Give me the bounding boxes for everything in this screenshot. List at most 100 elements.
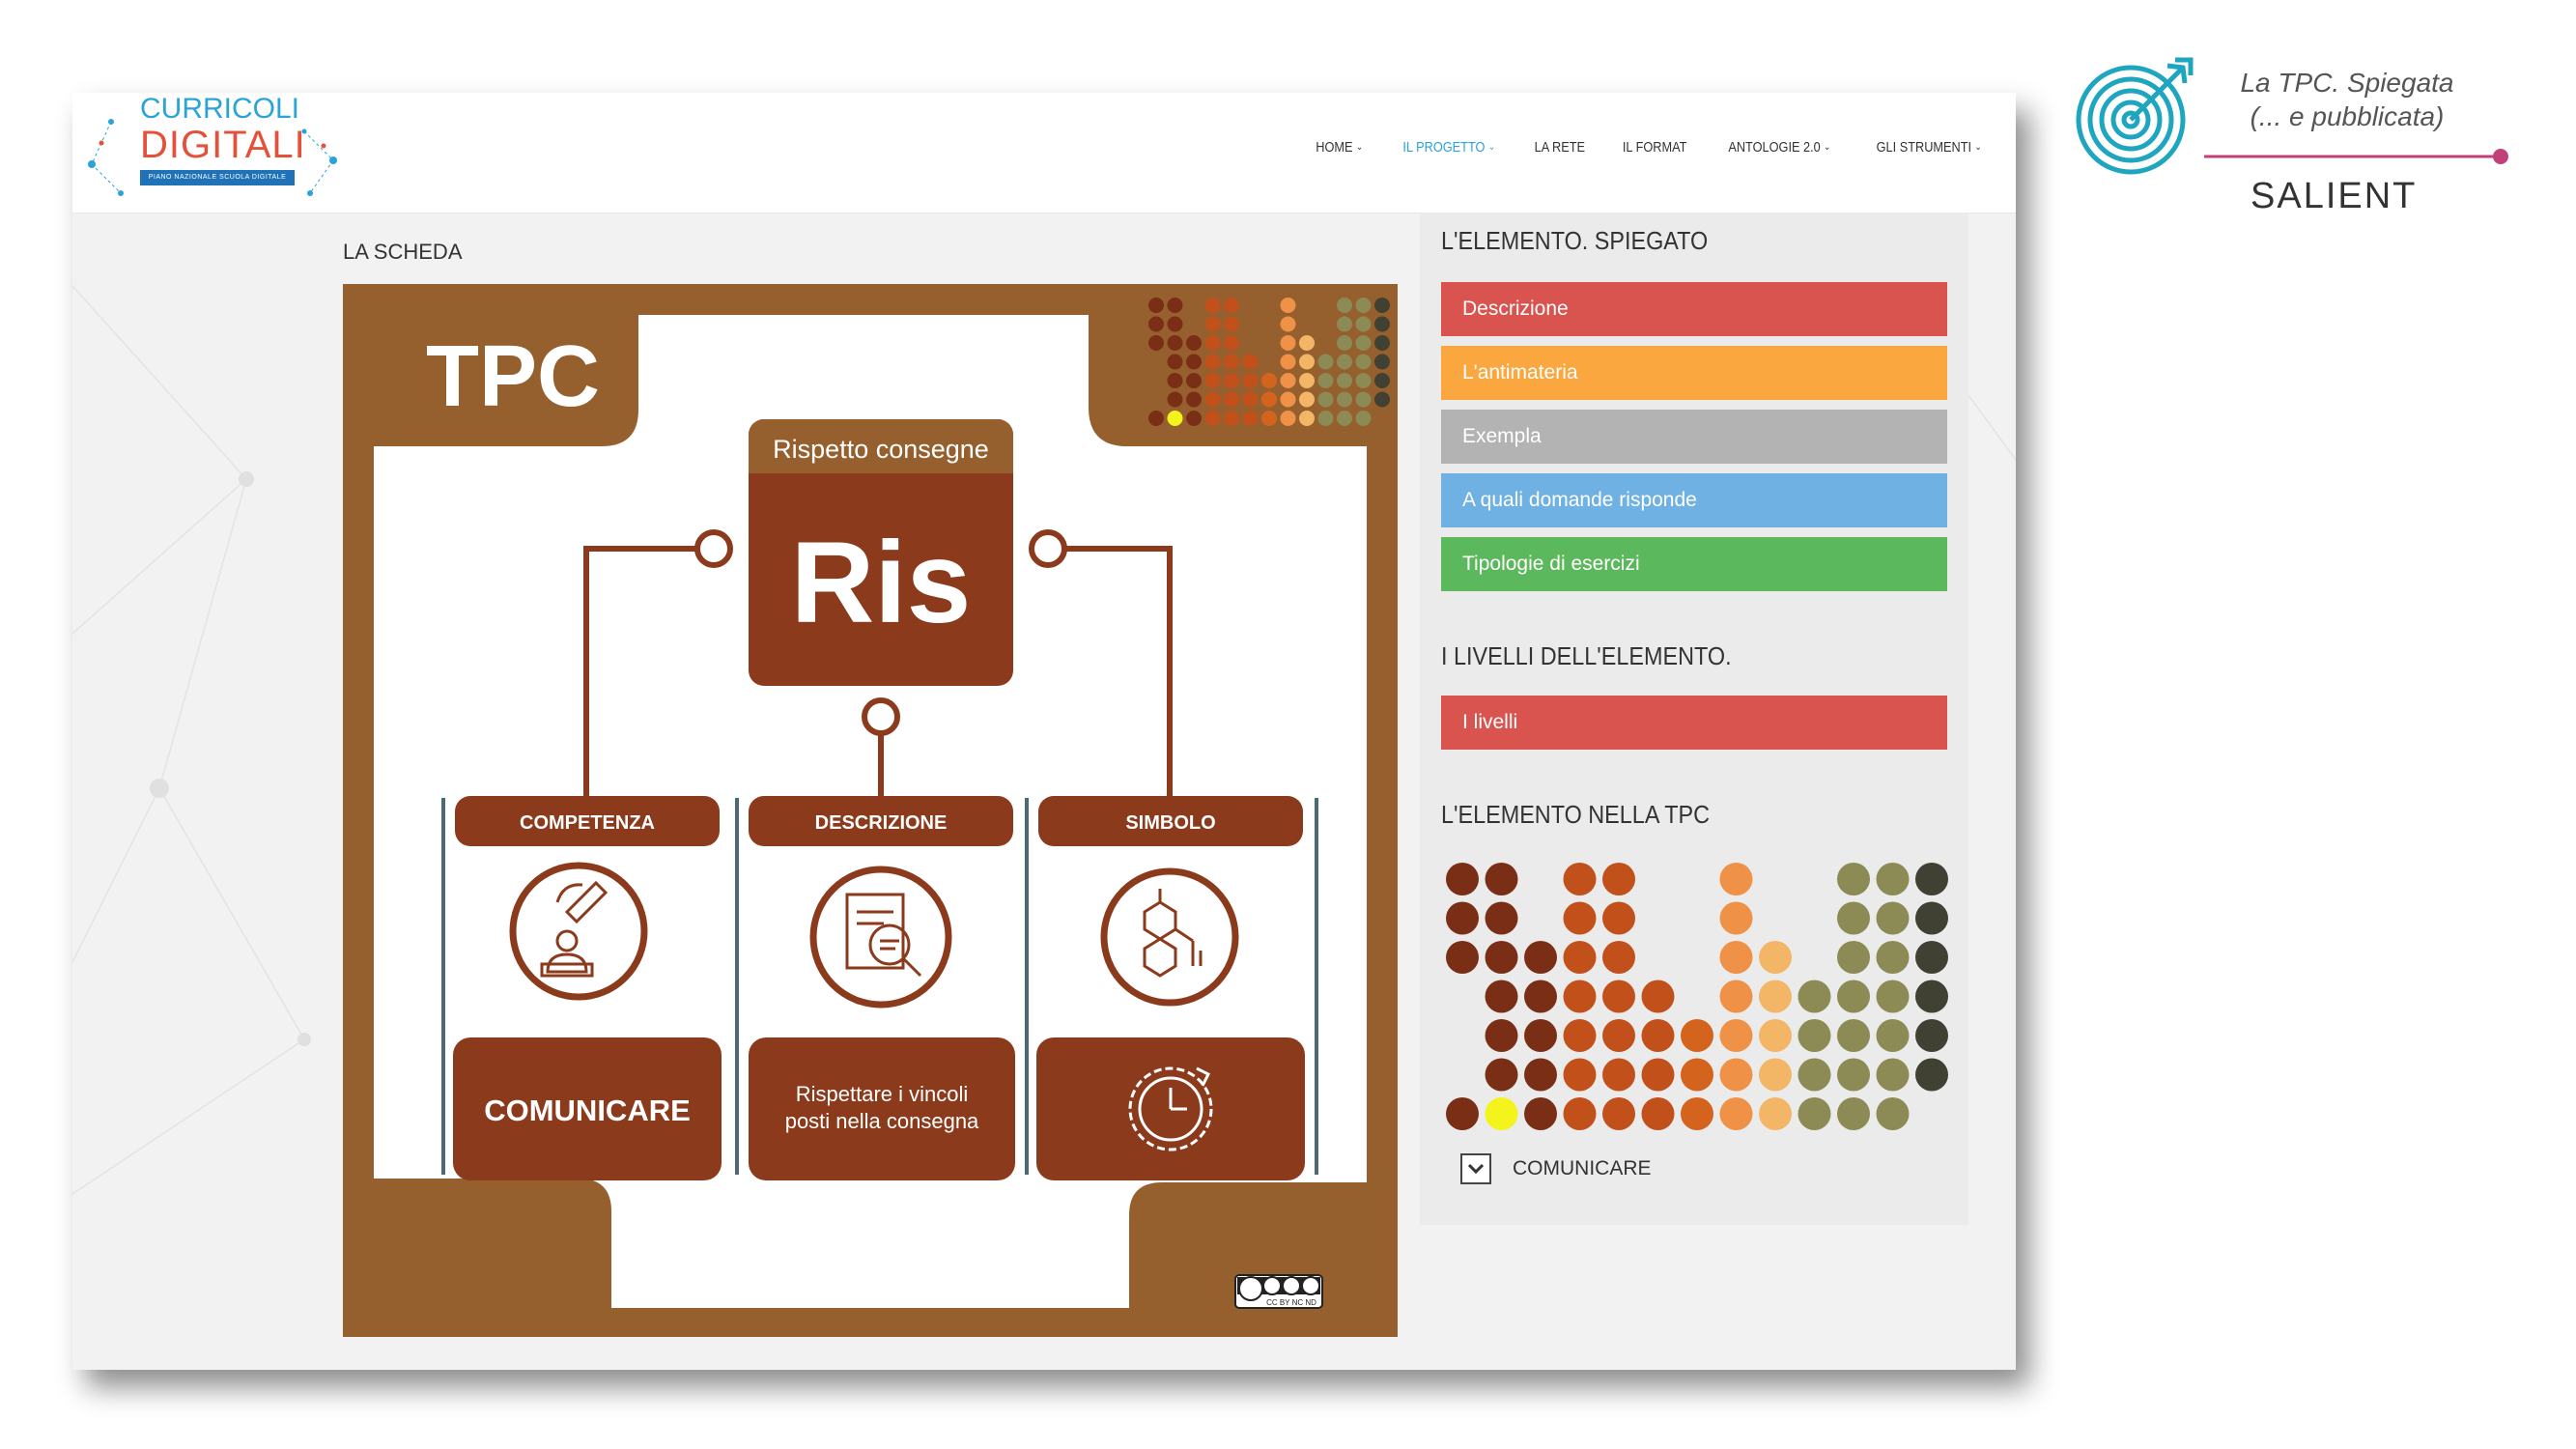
tpc-dot	[1602, 980, 1635, 1013]
explained-button-a-quali-domande-risponde[interactable]: A quali domande risponde	[1441, 473, 1947, 527]
logo-curricoli-text: CURRICOLI	[140, 93, 300, 125]
tpc-dot	[1719, 980, 1753, 1013]
tpc-dot	[1374, 298, 1390, 313]
tpc-dot	[1915, 863, 1948, 895]
tpc-dot	[1204, 335, 1221, 351]
tpc-dot	[1641, 980, 1675, 1013]
document-magnifier-icon	[809, 866, 952, 1009]
tpc-dot	[1759, 1019, 1792, 1052]
tpc-dot	[1224, 354, 1239, 370]
tpc-dot	[1876, 901, 1910, 935]
tpc-dot	[1204, 354, 1221, 370]
levels-button[interactable]: I livelli	[1441, 696, 1947, 750]
tpc-dot	[1681, 1058, 1713, 1092]
explained-button-l-antimateria[interactable]: L'antimateria	[1441, 346, 1947, 400]
tpc-dot	[1299, 391, 1315, 408]
tpc-dot	[1446, 901, 1479, 935]
tpc-dot	[1186, 411, 1202, 426]
tpc-dot	[1148, 298, 1164, 313]
explained-button-tipologie-di-esercizi[interactable]: Tipologie di esercizi	[1441, 537, 1947, 591]
tpc-dot	[1374, 335, 1390, 351]
tpc-dot	[1299, 354, 1315, 370]
competence-select[interactable]: COMUNICARE	[1460, 1153, 1652, 1184]
section-label: LA SCHEDA	[343, 240, 463, 264]
column-dividers	[441, 798, 1318, 1175]
bottom-left-tab	[343, 1179, 611, 1337]
tpc-dot	[1355, 316, 1372, 332]
tpc-dot	[1261, 411, 1277, 426]
tpc-dot	[1374, 373, 1390, 388]
nav-item-home[interactable]: HOME⌄	[1305, 139, 1375, 156]
tpc-dot	[1186, 354, 1202, 370]
bottom-right-tab	[1129, 1182, 1398, 1337]
tpc-dot	[1337, 391, 1352, 408]
nav-item-label: GLI STRUMENTI	[1876, 139, 1971, 156]
column-competenza: COMPETENZA COMUNICARE	[453, 796, 722, 1180]
tpc-dot	[1485, 1019, 1518, 1052]
tpc-element-card: TPC Rispetto consegne Ris	[343, 284, 1398, 1337]
mini-tpc-grid	[1148, 298, 1390, 426]
tpc-dot	[1224, 411, 1239, 426]
element-box-header-fill	[749, 454, 1013, 473]
slide-title-line2: (... e pubblicata)	[2250, 101, 2445, 131]
tpc-dot	[1485, 863, 1518, 895]
tpc-dot	[1915, 1019, 1948, 1052]
tpc-dot	[1915, 901, 1948, 935]
tpc-dot	[1681, 1097, 1713, 1130]
tpc-dot	[1186, 391, 1202, 408]
tpc-dot	[1148, 411, 1164, 426]
tpc-dot	[1280, 298, 1296, 313]
tpc-dot	[1167, 335, 1183, 351]
nav-item-label: IL PROGETTO	[1402, 139, 1486, 156]
tpc-dot	[1563, 1058, 1597, 1092]
nav-item-gli-strumenti[interactable]: GLI STRUMENTI⌄	[1864, 139, 1993, 156]
tpc-dot	[1485, 941, 1518, 974]
nav-item-il-progetto[interactable]: IL PROGETTO⌄	[1391, 139, 1506, 156]
column-simbolo: SIMBOLO	[1036, 796, 1305, 1180]
tpc-dot	[1242, 411, 1259, 426]
tpc-dot	[1355, 354, 1372, 370]
curricoli-digitali-logo[interactable]: CURRICOLI DIGITALI PIANO NAZIONALE SCUOL…	[82, 93, 337, 213]
connector-knobs	[694, 529, 1067, 736]
accent-divider	[2204, 149, 2508, 164]
writing-person-icon	[509, 862, 648, 1001]
nav-item-il-format[interactable]: IL FORMAT	[1611, 139, 1698, 156]
tpc-dot	[1837, 1019, 1870, 1052]
tpc-dot	[1242, 391, 1259, 408]
chevron-down-icon[interactable]	[1460, 1153, 1491, 1184]
tpc-dot	[1355, 335, 1372, 351]
element-box	[749, 419, 1013, 686]
column-descrizione: DESCRIZIONE Rispettare i vincoli posti n…	[749, 796, 1015, 1180]
tpc-dot	[1719, 1097, 1753, 1130]
tpc-dot	[1337, 335, 1352, 351]
explained-button-exempla[interactable]: Exempla	[1441, 410, 1947, 464]
nav-item-la-rete[interactable]: LA RETE	[1523, 139, 1597, 156]
tpc-dot	[1915, 941, 1948, 974]
tpc-dot	[1337, 373, 1352, 388]
chevron-down-icon: ⌄	[1974, 142, 1982, 153]
tpc-dot	[1485, 901, 1518, 935]
tpc-dot	[1299, 411, 1315, 426]
tpc-dot	[1224, 335, 1239, 351]
logo-subtitle-strip: PIANO NAZIONALE SCUOLA DIGITALE	[140, 170, 295, 185]
tpc-dot	[1261, 373, 1277, 388]
descrizione-value-line2: posti nella consegna	[785, 1109, 979, 1133]
tpc-dot	[1915, 980, 1948, 1013]
nav-item-antologie-2-0[interactable]: ANTOLOGIE 2.0⌄	[1717, 139, 1843, 156]
tpc-dot	[1224, 316, 1239, 332]
tpc-dot	[1148, 335, 1164, 351]
tpc-dot	[1602, 1058, 1635, 1092]
site-header: CURRICOLI DIGITALI PIANO NAZIONALE SCUOL…	[72, 93, 2016, 213]
tpc-dot	[1563, 1019, 1597, 1052]
tpc-dot	[1837, 1058, 1870, 1092]
explained-button-descrizione[interactable]: Descrizione	[1441, 282, 1947, 336]
tpc-dot	[1837, 901, 1870, 935]
simbolo-header: SIMBOLO	[1125, 812, 1215, 834]
tpc-grid-tab	[1089, 284, 1398, 446]
target-arrow-icon	[2076, 57, 2194, 175]
tpc-dot	[1641, 1097, 1675, 1130]
heading-element-explained: L'ELEMENTO. SPIEGATO	[1441, 226, 1709, 255]
tpc-dot	[1242, 354, 1259, 370]
molecule-icon	[1100, 867, 1239, 1007]
